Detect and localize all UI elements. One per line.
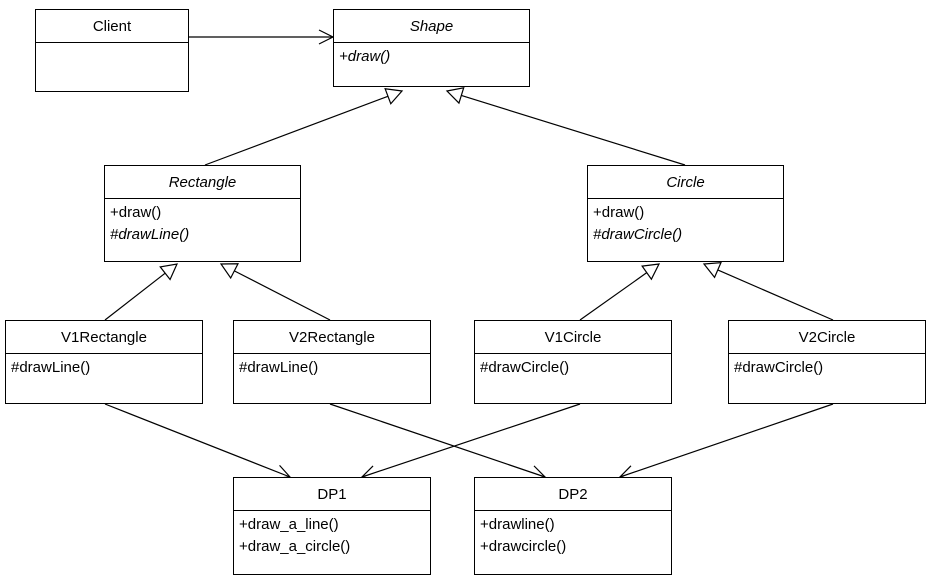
class-client[interactable]: Client [35,9,189,92]
operation-list: +drawline() +drawcircle() [475,511,671,558]
operation: +draw() [593,204,645,221]
operation-list: #drawCircle() [729,354,925,379]
class-name: Client [36,10,188,43]
generalization-v2rectangle-to-rectangle [219,263,331,321]
association-v1circle-to-dp1 [360,403,581,480]
hollow-triangle-arrowhead [445,87,465,105]
operation-list: #drawLine() [6,354,202,379]
generalization-v2circle-to-circle [702,261,834,321]
class-name: Shape [334,10,529,43]
class-name: V1Rectangle [6,321,202,354]
hollow-triangle-arrowhead [159,263,179,281]
operation-list: +draw() #drawCircle() [588,199,783,246]
hollow-triangle-arrowhead [384,88,404,105]
operation-list: +draw() #drawLine() [105,199,300,246]
operation-list: #drawCircle() [475,354,671,379]
class-v1circle[interactable]: V1Circle #drawCircle() [474,320,672,404]
class-dp1[interactable]: DP1 +draw_a_line() +draw_a_circle() [233,477,431,575]
class-rectangle[interactable]: Rectangle +draw() #drawLine() [104,165,301,262]
class-name: DP1 [234,478,430,511]
operation: +draw_a_circle() [239,538,351,555]
class-name: Circle [588,166,783,199]
operation: #drawCircle() [480,359,570,376]
generalization-rectangle-to-shape [204,88,404,166]
operation: +drawcircle() [480,538,567,555]
operation: +draw_a_line() [239,516,339,533]
association-client-to-shape [189,29,335,45]
association-v2circle-to-dp2 [618,403,834,480]
class-v2circle[interactable]: V2Circle #drawCircle() [728,320,926,404]
operation-list: #drawLine() [234,354,430,379]
hollow-triangle-arrowhead [641,263,661,281]
operation: #drawLine() [110,226,190,243]
hollow-triangle-arrowhead [702,261,722,279]
operation: +draw() [339,48,391,65]
operation: +drawline() [480,516,555,533]
hollow-triangle-arrowhead [219,263,239,280]
class-shape[interactable]: Shape +draw() [333,9,530,87]
class-v2rectangle[interactable]: V2Rectangle #drawLine() [233,320,431,404]
association-v1rectangle-to-dp1 [104,403,292,479]
operation: #drawLine() [11,359,91,376]
class-name: V2Rectangle [234,321,430,354]
class-circle[interactable]: Circle +draw() #drawCircle() [587,165,784,262]
association-v2rectangle-to-dp2 [329,403,547,480]
operation: #drawCircle() [734,359,824,376]
class-dp2[interactable]: DP2 +drawline() +drawcircle() [474,477,672,575]
class-name: V2Circle [729,321,925,354]
operation: #drawLine() [239,359,319,376]
generalization-v1rectangle-to-rectangle [104,263,179,321]
generalization-circle-to-shape [445,87,686,166]
operation-list: +draw_a_line() +draw_a_circle() [234,511,430,558]
class-name: DP2 [475,478,671,511]
operation: +draw() [110,204,162,221]
class-name: V1Circle [475,321,671,354]
class-v1rectangle[interactable]: V1Rectangle #drawLine() [5,320,203,404]
operation-list [36,43,188,46]
operation-list: +draw() [334,43,529,68]
generalization-v1circle-to-circle [579,263,661,321]
class-name: Rectangle [105,166,300,199]
operation: #drawCircle() [593,226,683,243]
